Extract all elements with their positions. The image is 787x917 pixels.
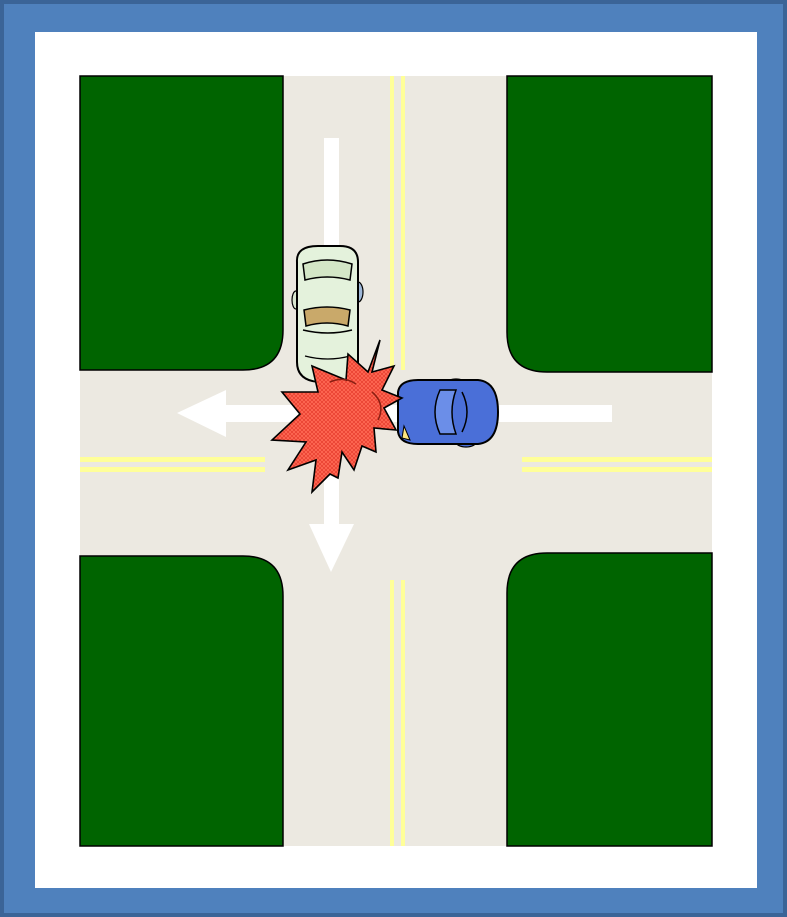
blue-car-icon bbox=[398, 379, 498, 447]
grass-block-top-left bbox=[80, 76, 283, 370]
grass-block-top-right bbox=[507, 76, 712, 372]
grass-block-bottom-right bbox=[507, 553, 712, 846]
grass-block-bottom-left bbox=[80, 556, 283, 846]
